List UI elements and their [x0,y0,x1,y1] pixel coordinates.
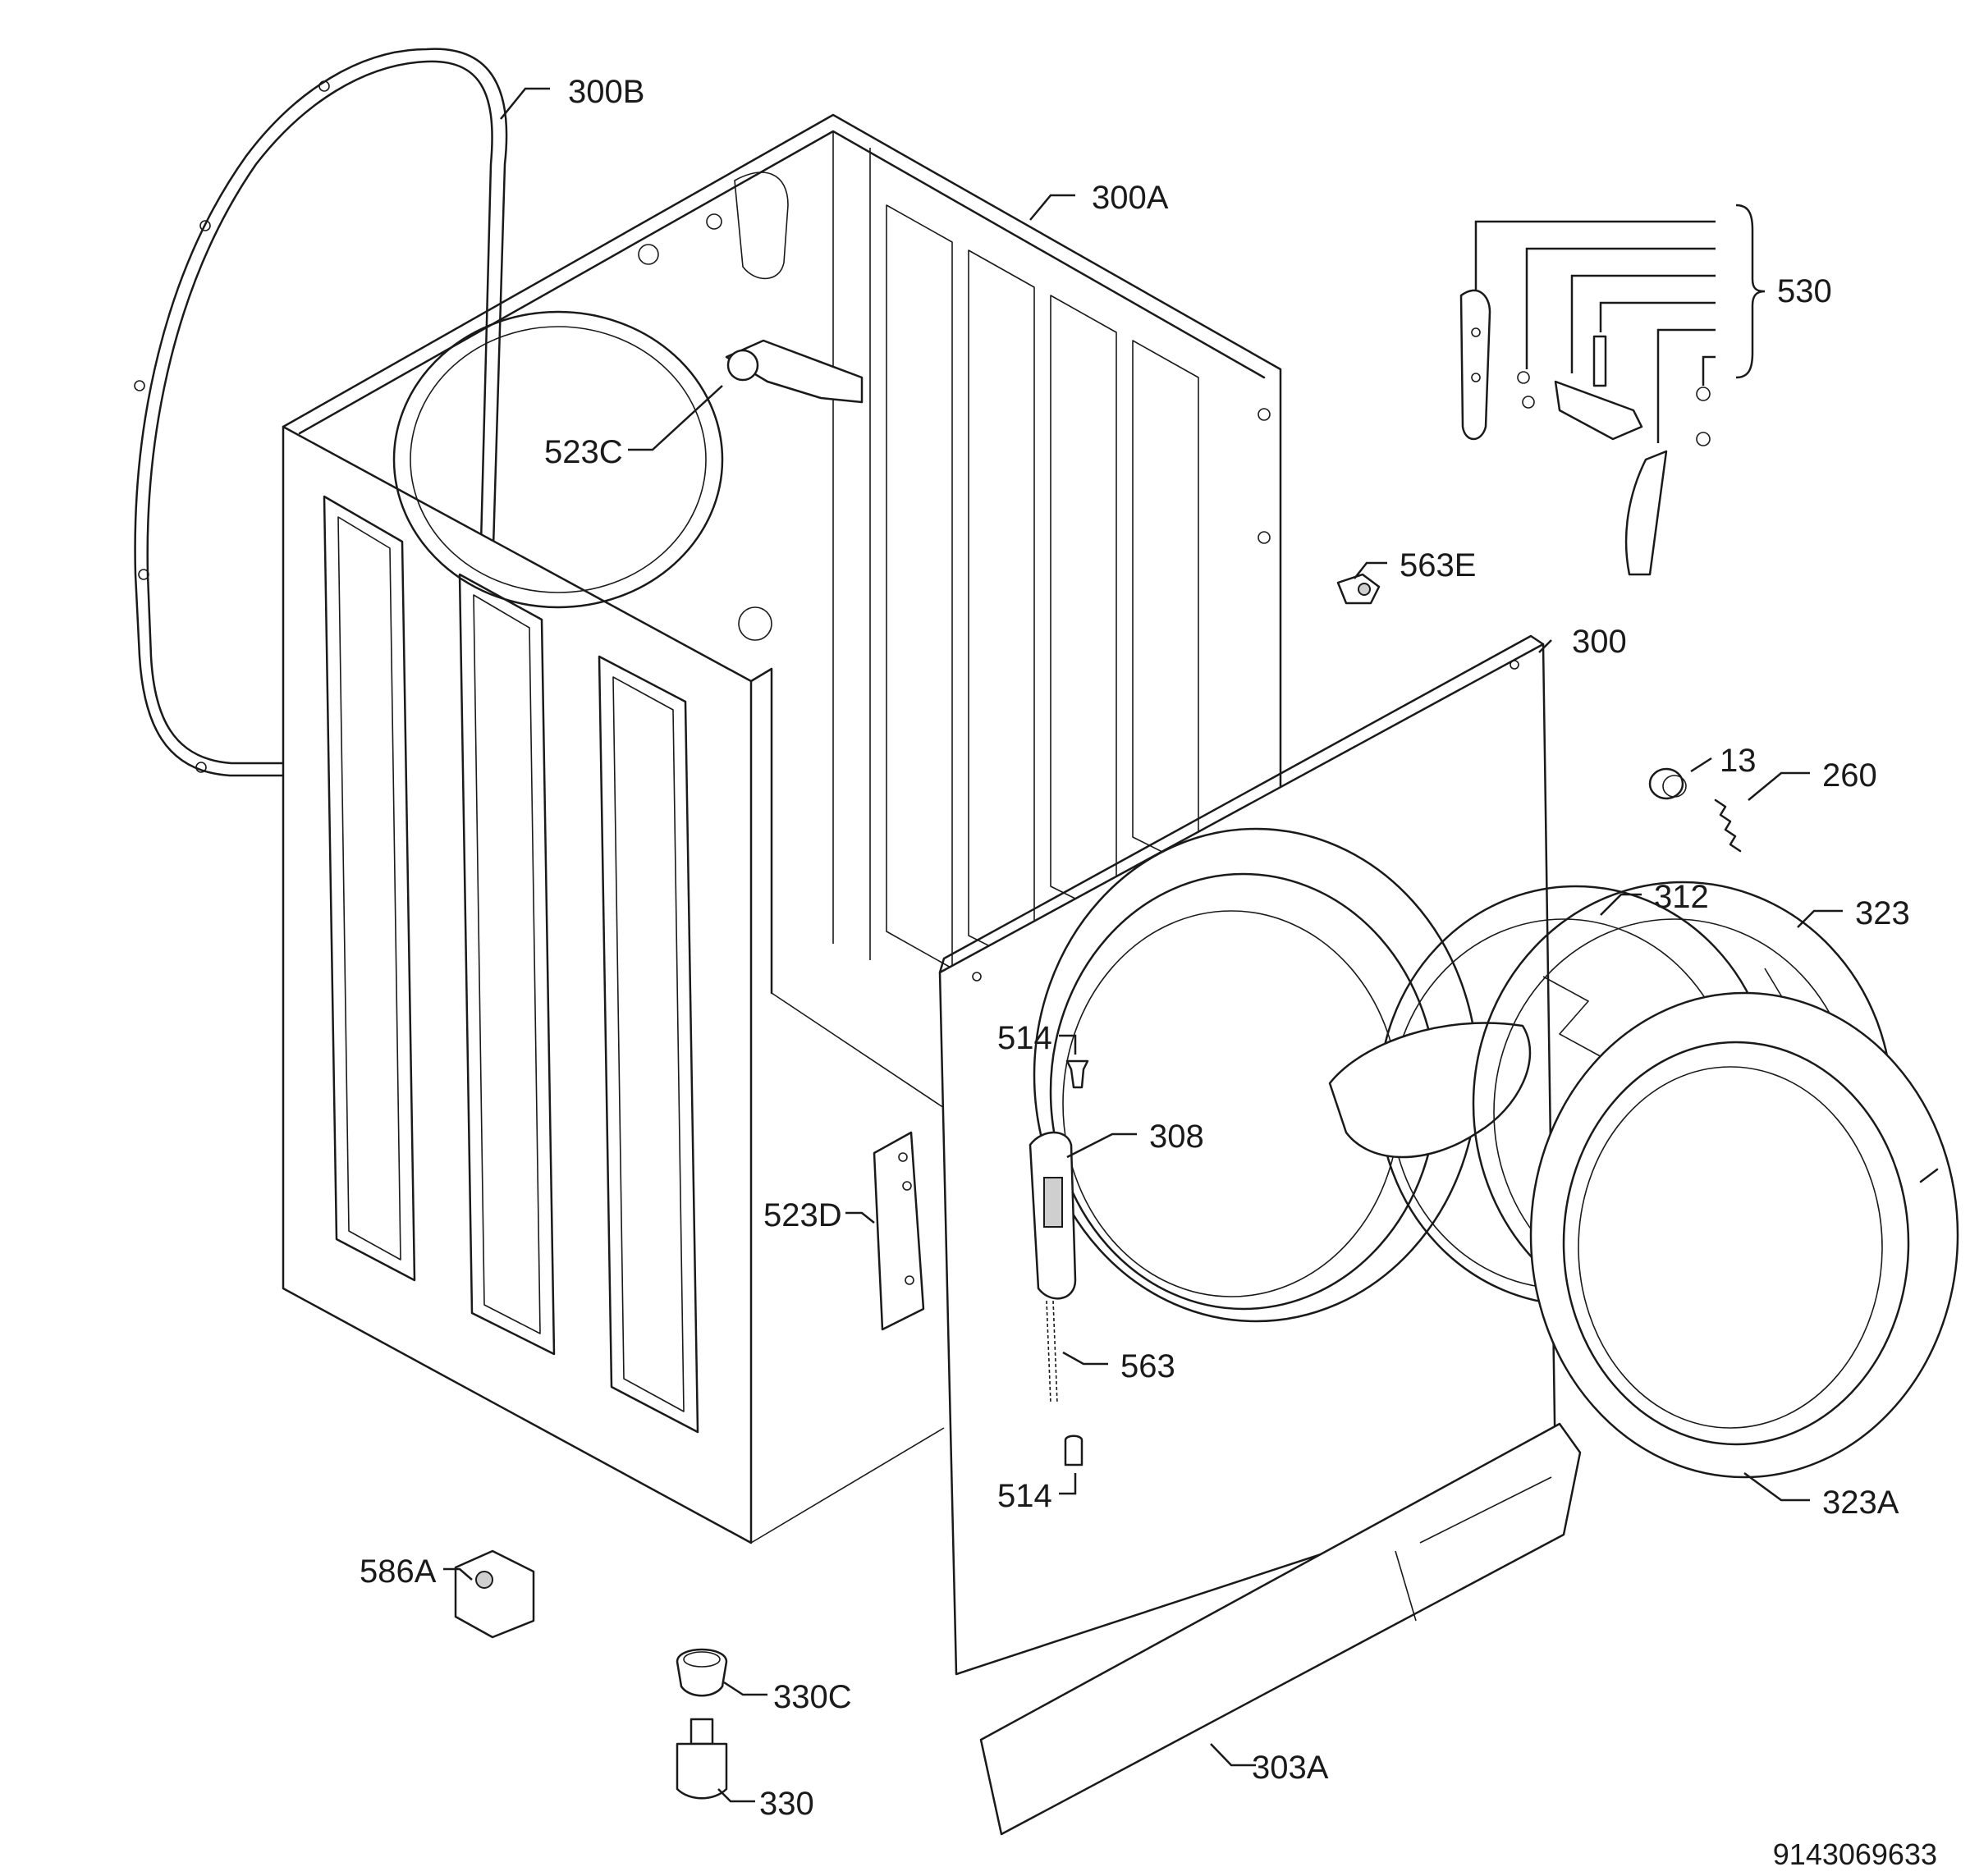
label-523D: 523D [763,1197,842,1233]
part-514-screw-top [1065,1059,1089,1089]
label-323A: 323A [1822,1485,1899,1521]
part-523C-clip [725,339,864,404]
reference-number: 9143069633 [1773,1837,1937,1871]
leader-530-b [1525,247,1716,369]
label-300B: 300B [568,74,644,110]
part-323A-outer-ring [1529,991,1959,1479]
brace-530 [1735,204,1766,379]
label-514-bottom: 514 [997,1478,1052,1514]
leader-312 [1600,893,1642,916]
leader-300B [500,87,550,120]
part-330-fitting [676,1718,728,1800]
part-523D-bracket [873,1131,925,1331]
label-514-top: 514 [997,1020,1052,1056]
leader-300 [1538,639,1552,653]
leader-308 [1066,1132,1137,1159]
part-300B-seal-ring [134,48,508,777]
leader-530-f [1702,355,1716,386]
leader-514a [1059,1034,1077,1055]
leader-323A [1743,1471,1810,1502]
leader-330C [723,1681,767,1696]
leader-563E [1354,561,1387,579]
part-586A-switch [454,1549,535,1639]
label-323: 323 [1855,895,1910,931]
label-523C: 523C [544,434,623,470]
part-308-hinge [1029,1131,1077,1300]
label-303A: 303A [1252,1750,1329,1786]
leader-323 [1797,909,1843,928]
label-260: 260 [1822,757,1877,794]
leader-530-e [1656,328,1716,443]
label-586A: 586A [360,1553,437,1590]
label-563: 563 [1120,1348,1175,1384]
leader-514b [1059,1473,1077,1495]
label-13: 13 [1720,743,1757,779]
part-labels: 300B 300A 530 523C 563E 300 13 260 312 3… [360,74,1910,1822]
part-13-bushing [1648,767,1687,800]
leader-586A [443,1567,473,1581]
leader-300A [1029,194,1075,221]
label-300: 300 [1572,624,1627,660]
leader-260 [1748,771,1810,801]
part-530-latch-assembly [1459,289,1711,576]
part-303A-kick-panel [979,1422,1582,1836]
part-514-screw-bottom [1064,1434,1084,1466]
leader-13 [1690,757,1712,773]
leader-523C [628,385,723,451]
part-300A-cabinet [282,113,1282,1544]
leader-530-d [1599,301,1716,332]
part-330C-cap [676,1648,728,1697]
leader-530-a [1474,220,1716,291]
leader-lines [443,87,1843,1803]
part-563E-catch [1336,573,1381,605]
leader-563 [1062,1351,1108,1366]
label-563E: 563E [1400,547,1476,583]
label-308: 308 [1149,1119,1204,1155]
leader-523D [845,1211,875,1224]
label-330: 330 [759,1786,814,1822]
label-300A: 300A [1092,180,1169,216]
label-312: 312 [1654,879,1709,915]
label-530: 530 [1777,273,1832,309]
leader-530-c [1570,274,1716,373]
label-330C: 330C [773,1679,852,1715]
leader-303A [1210,1743,1256,1767]
leader-330 [717,1788,755,1803]
part-260-spring [1714,798,1742,853]
